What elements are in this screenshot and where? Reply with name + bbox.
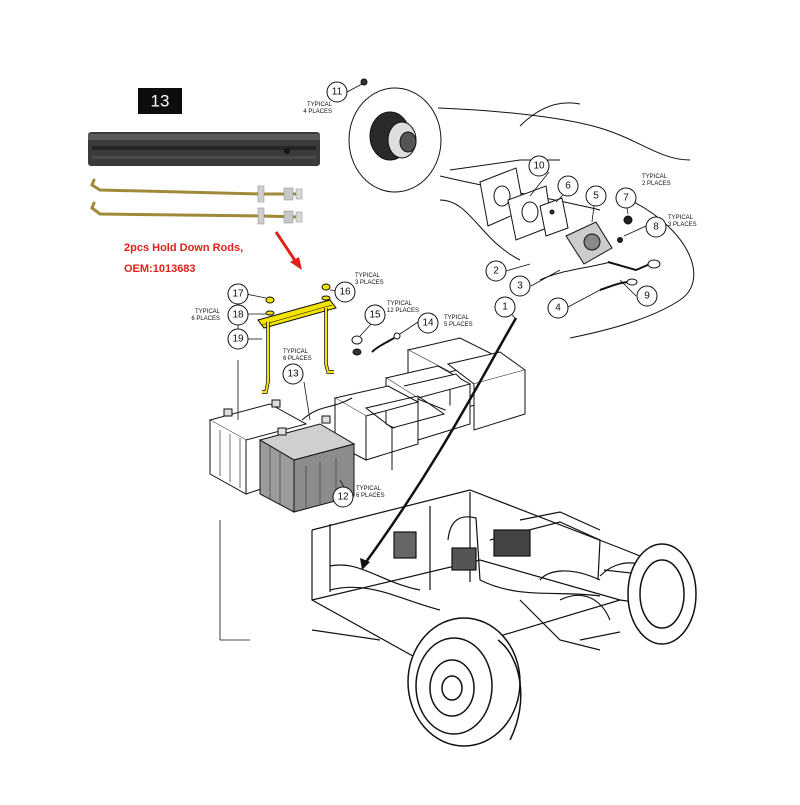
- svg-text:1: 1: [502, 302, 508, 313]
- callout-2: 2: [485, 260, 507, 282]
- promo-arrow: [274, 231, 302, 270]
- callout-12: 12: [332, 486, 354, 508]
- note-14-typical: TYPICAL: [444, 315, 470, 321]
- callout-4: 4: [547, 297, 569, 319]
- hold-down-assembly-drawing: [257, 283, 337, 394]
- svg-text:11: 11: [332, 87, 343, 98]
- svg-text:15: 15: [369, 310, 381, 321]
- callout-10: 10: [528, 155, 550, 177]
- battery-pack-drawing: [208, 337, 527, 513]
- note-12-typical: TYPICAL: [356, 486, 382, 492]
- product-photo: 13 2pcs Hold Down Rods, OEM:1013683: [88, 88, 320, 275]
- hold-down-plate-photo: [88, 132, 320, 166]
- callout-3: 3: [509, 275, 531, 297]
- callout-16: 16: [334, 281, 356, 303]
- battery-back-row: [333, 337, 527, 470]
- svg-text:19: 19: [232, 334, 244, 345]
- wheel-front-left: [407, 617, 522, 747]
- mounting-plate-drawing: [479, 167, 553, 241]
- callout-13: 13: [282, 363, 304, 385]
- callout-8: 8: [645, 216, 667, 238]
- note-11-places: 4 PLACES: [303, 109, 332, 115]
- svg-text:2: 2: [493, 266, 499, 277]
- note-13-places: 6 PLACES: [283, 356, 312, 362]
- callout-14: 14: [417, 312, 439, 334]
- svg-text:16: 16: [339, 287, 351, 298]
- callout-1: 1: [494, 296, 516, 318]
- note-7-places: 2 PLACES: [642, 181, 671, 187]
- note-16-places: 3 PLACES: [355, 280, 384, 286]
- note-13-typical: TYPICAL: [283, 349, 309, 355]
- promo-line-1: 2pcs Hold Down Rods,: [124, 242, 243, 254]
- callout-15: 15: [364, 304, 386, 326]
- callout-5: 5: [585, 185, 607, 207]
- svg-text:3: 3: [517, 281, 523, 292]
- note-15-places: 12 PLACES: [387, 308, 419, 314]
- svg-text:8: 8: [653, 222, 659, 233]
- battery-front-left: [208, 399, 308, 495]
- fuse-block-drawing: [539, 197, 569, 237]
- note-12-places: 6 PLACES: [356, 493, 385, 499]
- callout-17: 17: [227, 283, 249, 305]
- callout-7: 7: [615, 187, 637, 209]
- svg-text:18: 18: [232, 310, 244, 321]
- charger-receptacle-area: [348, 78, 695, 339]
- promo-line-2: OEM:1013683: [124, 263, 196, 275]
- part-badge-label: 13: [151, 92, 170, 111]
- callout-bubbles: 11 10 6 5 7 8 2 3 1 4 9 17 18 19 16 15 1…: [227, 81, 667, 508]
- svg-text:10: 10: [533, 161, 545, 172]
- cart-frame-drawing: [311, 489, 691, 661]
- callout-11: 11: [326, 81, 348, 103]
- typical-notes: TYPICAL 4 PLACES TYPICAL 2 PLACES TYPICA…: [191, 102, 696, 499]
- hold-down-rod-right: [324, 308, 334, 374]
- wheel-rear-right: [627, 543, 697, 645]
- svg-text:13: 13: [287, 369, 299, 380]
- callout-6: 6: [557, 175, 579, 197]
- note-16-typical: TYPICAL: [355, 273, 381, 279]
- receptacle-drawing: [360, 78, 417, 161]
- note-11-typical: TYPICAL: [307, 102, 333, 108]
- svg-text:17: 17: [232, 289, 244, 300]
- note-8-typical: TYPICAL: [668, 215, 694, 221]
- note-17-typical: TYPICAL: [195, 309, 221, 315]
- hold-down-plate-drawing: [257, 299, 337, 329]
- note-7-typical: TYPICAL: [642, 174, 668, 180]
- svg-text:6: 6: [565, 181, 571, 192]
- svg-text:5: 5: [593, 191, 599, 202]
- callout-18: 18: [227, 304, 249, 326]
- note-8-places: 3 PLACES: [668, 222, 697, 228]
- solenoid-drawing: [565, 215, 633, 265]
- callout-19: 19: [227, 328, 249, 350]
- svg-text:14: 14: [422, 318, 434, 329]
- note-17-places: 6 PLACES: [191, 316, 220, 322]
- svg-text:9: 9: [644, 291, 650, 302]
- note-14-places: 5 PLACES: [444, 322, 473, 328]
- part-badge: [138, 88, 182, 114]
- battery-cable-drawing: [351, 332, 401, 356]
- svg-text:12: 12: [337, 492, 349, 503]
- svg-text:7: 7: [623, 193, 629, 204]
- callout-9: 9: [636, 285, 658, 307]
- lead-line-cart: [364, 317, 518, 563]
- svg-text:4: 4: [555, 303, 561, 314]
- note-15-typical: TYPICAL: [387, 301, 413, 307]
- hold-down-rods-photo: [90, 178, 303, 225]
